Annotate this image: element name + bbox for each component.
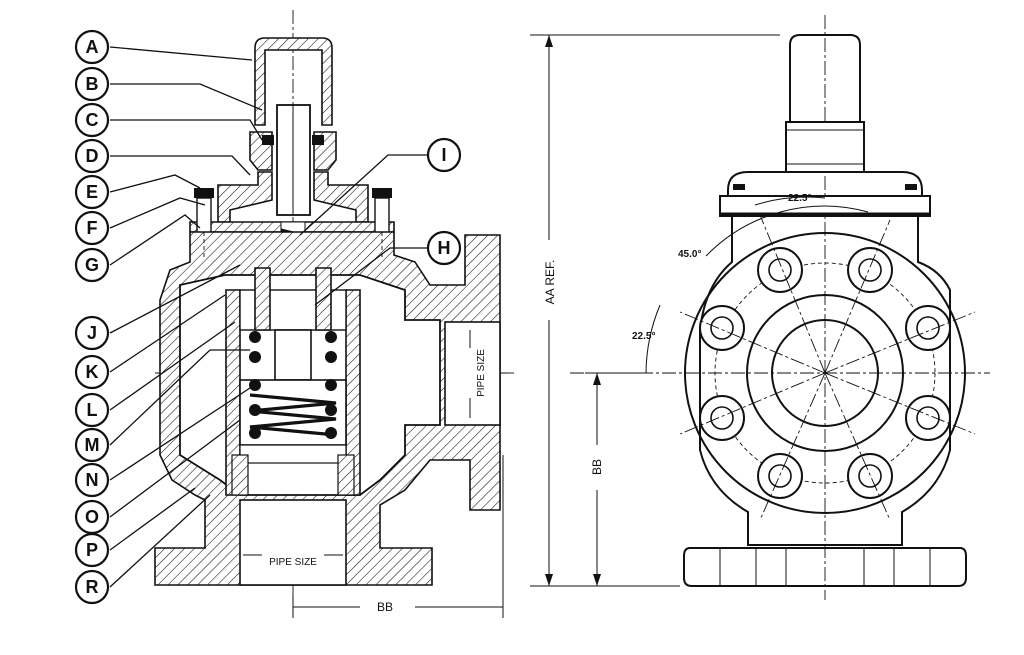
bb-side-label: BB [590, 459, 604, 475]
end-view-flange [684, 232, 966, 514]
callout-g: G [74, 247, 110, 283]
raised-face [746, 294, 904, 452]
callout-r: R [74, 569, 110, 605]
piston-spring [249, 393, 337, 437]
callout-o: O [74, 499, 110, 535]
callout-f: F [74, 210, 110, 246]
aa-ref-label: AA REF. [543, 260, 557, 305]
svg-text:A: A [86, 37, 99, 57]
svg-text:N: N [86, 470, 99, 490]
callout-h: H [426, 230, 462, 266]
end-view-body [699, 216, 951, 546]
svg-text:M: M [85, 435, 100, 455]
callout-m: M [74, 427, 110, 463]
callout-p: P [74, 532, 110, 568]
svg-text:F: F [87, 218, 98, 238]
angle-label-top: 22.5° [788, 193, 811, 204]
callouts-left: A B C D E F G J K L M N O P R [74, 29, 110, 605]
end-view-base [683, 547, 967, 587]
svg-text:J: J [87, 323, 97, 343]
bonnet [217, 171, 273, 223]
callout-c: C [74, 102, 110, 138]
angle-label-left: 22.5° [632, 331, 655, 342]
angle-label-middle: 45.0° [678, 249, 701, 260]
inlet-bore [239, 499, 347, 586]
pipe-size-vertical-label: PIPE SIZE [476, 349, 487, 397]
callout-e: E [74, 174, 110, 210]
svg-text:P: P [86, 540, 98, 560]
svg-text:H: H [438, 238, 451, 258]
svg-text:E: E [86, 182, 98, 202]
cap [254, 37, 333, 126]
callout-j: J [74, 315, 110, 351]
svg-text:L: L [87, 400, 98, 420]
bb-bottom-label: BB [377, 600, 393, 614]
end-view: 22.5° 45.0° 22.5° AA REF. BB [530, 15, 990, 600]
callout-k: K [74, 354, 110, 390]
callout-i: I [426, 137, 462, 173]
angle-arc-top [754, 196, 826, 206]
svg-text:B: B [86, 74, 99, 94]
section-view: PIPE SIZE PIPE SIZE BB [154, 10, 515, 618]
pipe-size-horizontal-label: PIPE SIZE [269, 557, 317, 568]
cap-screw-head-left [194, 188, 214, 198]
end-view-cap [789, 34, 861, 123]
piston-stem [274, 329, 312, 381]
svg-text:D: D [86, 146, 99, 166]
bolt-circle [714, 262, 936, 484]
o-rings [249, 331, 337, 439]
angle-arc-middle [705, 205, 869, 257]
callout-leaders [109, 46, 428, 588]
callout-d: D [74, 138, 110, 174]
callouts-right: I H [426, 137, 462, 266]
end-view-bonnet [727, 171, 923, 197]
svg-text:I: I [441, 145, 446, 165]
outlet-bore [444, 321, 501, 426]
svg-text:G: G [85, 255, 99, 275]
cap-screw-head-right [372, 188, 392, 198]
callout-b: B [74, 66, 110, 102]
svg-text:K: K [86, 362, 99, 382]
svg-text:C: C [86, 110, 99, 130]
callout-a: A [74, 29, 110, 65]
callout-l: L [74, 392, 110, 428]
bore [771, 319, 879, 427]
angle-arc-left [645, 304, 661, 374]
callout-n: N [74, 462, 110, 498]
svg-text:O: O [85, 507, 99, 527]
bolt-holes [699, 247, 951, 499]
svg-text:R: R [86, 577, 99, 597]
